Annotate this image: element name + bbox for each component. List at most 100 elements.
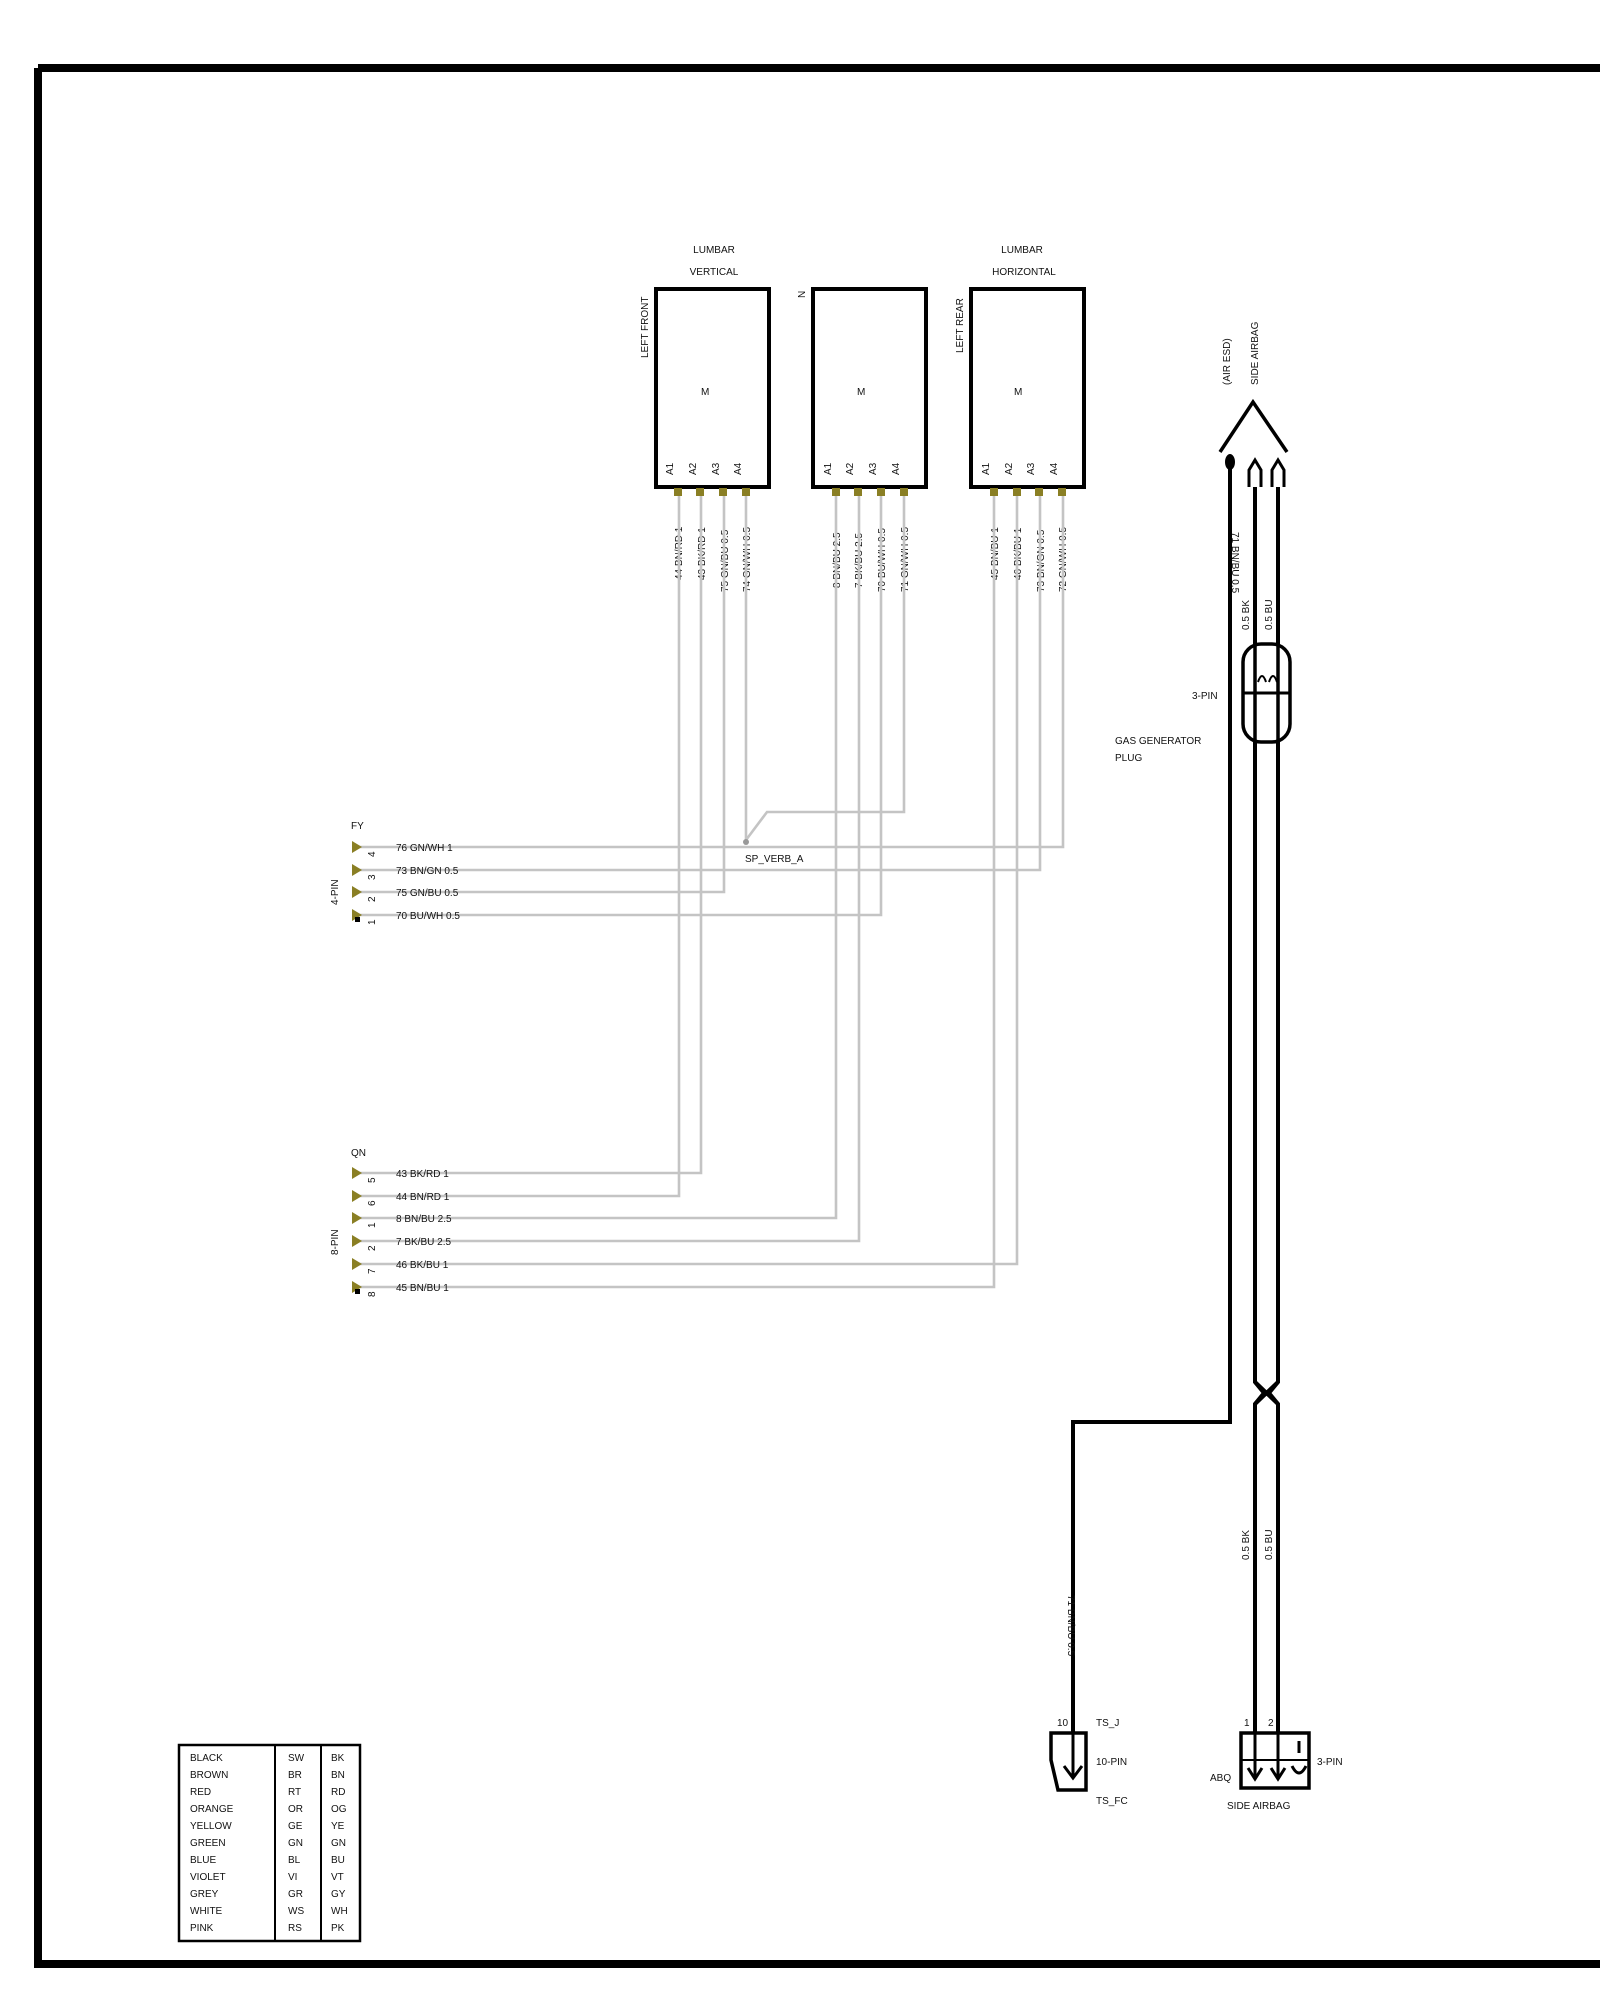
- legend-color-name: BLUE: [190, 1855, 216, 1866]
- airbag-wire-label: 0.5 BK: [1241, 1530, 1252, 1560]
- airbag-wire-label: 0.5 BU: [1264, 1529, 1275, 1560]
- legend-english-code: GN: [331, 1838, 346, 1849]
- legend-german-code: SW: [288, 1753, 305, 1764]
- wire-end-terminal-icon: [1247, 457, 1263, 487]
- ts-pin-number: 10: [1057, 1718, 1069, 1729]
- wire-label: 73 BN/GN 0.5: [1036, 529, 1047, 592]
- terminal-icon: [877, 488, 885, 496]
- terminal-icon: [990, 488, 998, 496]
- legend-german-code: RS: [288, 1923, 302, 1934]
- airbag-wire-label: 71 BN/BU 0.5: [1065, 1595, 1076, 1657]
- wire-label: 70 BU/WH 0.5: [877, 528, 888, 592]
- airbag-wire-label: 71 BN/BU 0.5: [1229, 532, 1240, 594]
- legend-english-code: WH: [331, 1906, 348, 1917]
- wire-routes: [359, 496, 1065, 1289]
- legend-english-code: OG: [331, 1804, 347, 1815]
- wire-twist-icon: [1253, 1380, 1280, 1406]
- motor-title-line: LUMBAR: [693, 245, 735, 256]
- ts-label-bottom: TS_FC: [1096, 1796, 1128, 1807]
- abq-left-label: ABQ: [1210, 1773, 1231, 1784]
- terminal-icon: [352, 1281, 362, 1293]
- splice-label: SP_VERB_A: [745, 854, 804, 865]
- motor-box: [654, 287, 771, 489]
- airbag-wire-label: 0.5 BU: [1264, 599, 1275, 630]
- terminal-icon: [832, 488, 840, 496]
- legend-color-name: GREY: [190, 1889, 219, 1900]
- motor-pin: A2: [1004, 462, 1015, 475]
- wire-75-gnbu: [359, 496, 726, 894]
- connector-pin-number: 6: [367, 1200, 378, 1206]
- plug-label: PLUG: [1115, 753, 1142, 764]
- motor-box: [811, 287, 928, 489]
- legend-color-name: BROWN: [190, 1770, 228, 1781]
- connector-name: FY: [351, 821, 364, 832]
- terminal-icon: [719, 488, 727, 496]
- wire-45-bnbu: [359, 496, 996, 1289]
- legend-german-code: WS: [288, 1906, 304, 1917]
- terminal-icon: [900, 488, 908, 496]
- wire-71-bnbu: [1071, 468, 1232, 1742]
- wire-76-gnwh: [359, 496, 1065, 849]
- motor-pin: A3: [868, 462, 879, 475]
- connector-wire-label: 76 GN/WH 1: [396, 843, 453, 854]
- motor-pin: A1: [665, 462, 676, 475]
- terminal-icon: [352, 1235, 362, 1247]
- terminal-icon: [1013, 488, 1021, 496]
- legend-color-name: VIOLET: [190, 1872, 226, 1883]
- wire-label: 74 GN/WH 0.5: [742, 527, 753, 592]
- legend-english-code: BN: [331, 1770, 345, 1781]
- motor-n: N M A1 A2 A3 A4 8 BN/BU 2.5 7 BK/BU 2.5 …: [797, 287, 928, 592]
- wire-8-bnbu: [359, 496, 838, 1220]
- abq-socket-icon: [1290, 1765, 1308, 1775]
- motor-title-line: LUMBAR: [1001, 245, 1043, 256]
- connector-wire-label: 70 BU/WH 0.5: [396, 911, 460, 922]
- abq-pin-arrow-icon: [1269, 1733, 1287, 1782]
- wire-label: 8 BN/BU 2.5: [832, 532, 843, 588]
- legend-color-name: PINK: [190, 1923, 214, 1934]
- motor-pin: A4: [1049, 462, 1060, 475]
- legend-english-code: PK: [331, 1923, 345, 1934]
- wire-end-terminal-icon: [1225, 454, 1235, 470]
- connector-pin-number: 2: [367, 896, 378, 902]
- legend-german-code: BR: [288, 1770, 302, 1781]
- motor-lumbar-vertical: LUMBAR VERTICAL LEFT FRONT M A1 A2 A3 A4…: [640, 245, 771, 592]
- connector-wire-label: 75 GN/BU 0.5: [396, 888, 459, 899]
- connector-wire-label: 73 BN/GN 0.5: [396, 866, 459, 877]
- terminal-icon: [352, 864, 362, 876]
- wire-end-terminal-icon: [1270, 457, 1286, 487]
- connector-pin-number: 7: [367, 1268, 378, 1274]
- terminal-icon: [352, 1212, 362, 1224]
- legend-german-code: OR: [288, 1804, 303, 1815]
- abq-bottom-label: SIDE AIRBAG: [1227, 1801, 1291, 1812]
- motor-box: [969, 287, 1086, 489]
- motor-pin: A1: [981, 462, 992, 475]
- terminal-icon: [352, 841, 362, 853]
- splice-dot-icon: [743, 839, 749, 845]
- wire-label: 71 GN/WH 0.5: [900, 527, 911, 592]
- legend-color-name: BLACK: [190, 1753, 223, 1764]
- wire-label: 75 GN/BU 0.5: [720, 529, 731, 592]
- side-airbag-circuit: SIDE AIRBAG (AIR ESD) 71 BN/BU 0.5 0.5 B…: [1049, 321, 1343, 1812]
- motor-pin: A2: [688, 462, 699, 475]
- terminal-icon: [352, 1167, 362, 1179]
- terminal-icon: [854, 488, 862, 496]
- airbag-side-label: (AIR ESD): [1222, 338, 1233, 385]
- connector-wire-label: 7 BK/BU 2.5: [396, 1237, 451, 1248]
- abq-pin-number: 2: [1268, 1718, 1274, 1729]
- page-frame: [34, 64, 1600, 1968]
- connector-fy: FY 4-PIN 4 3 2 1 76 GN/WH 1 73 BN/GN 0.5…: [330, 821, 460, 925]
- terminal-icon: [352, 1258, 362, 1270]
- terminal-icon: [1058, 488, 1066, 496]
- ts-pin-type: 10-PIN: [1096, 1757, 1127, 1768]
- legend-english-code: GY: [331, 1889, 346, 1900]
- pin-one-marker-icon: [355, 917, 360, 922]
- legend-german-code: GR: [288, 1889, 303, 1900]
- legend-color-name: YELLOW: [190, 1821, 232, 1832]
- motor-pin: A1: [823, 462, 834, 475]
- wire-73-bngn: [359, 496, 1042, 872]
- legend-color-name: RED: [190, 1787, 211, 1798]
- connector-wire-label: 45 BN/BU 1: [396, 1283, 449, 1294]
- legend-german-code: GN: [288, 1838, 303, 1849]
- plug-pin-type: 3-PIN: [1192, 691, 1218, 702]
